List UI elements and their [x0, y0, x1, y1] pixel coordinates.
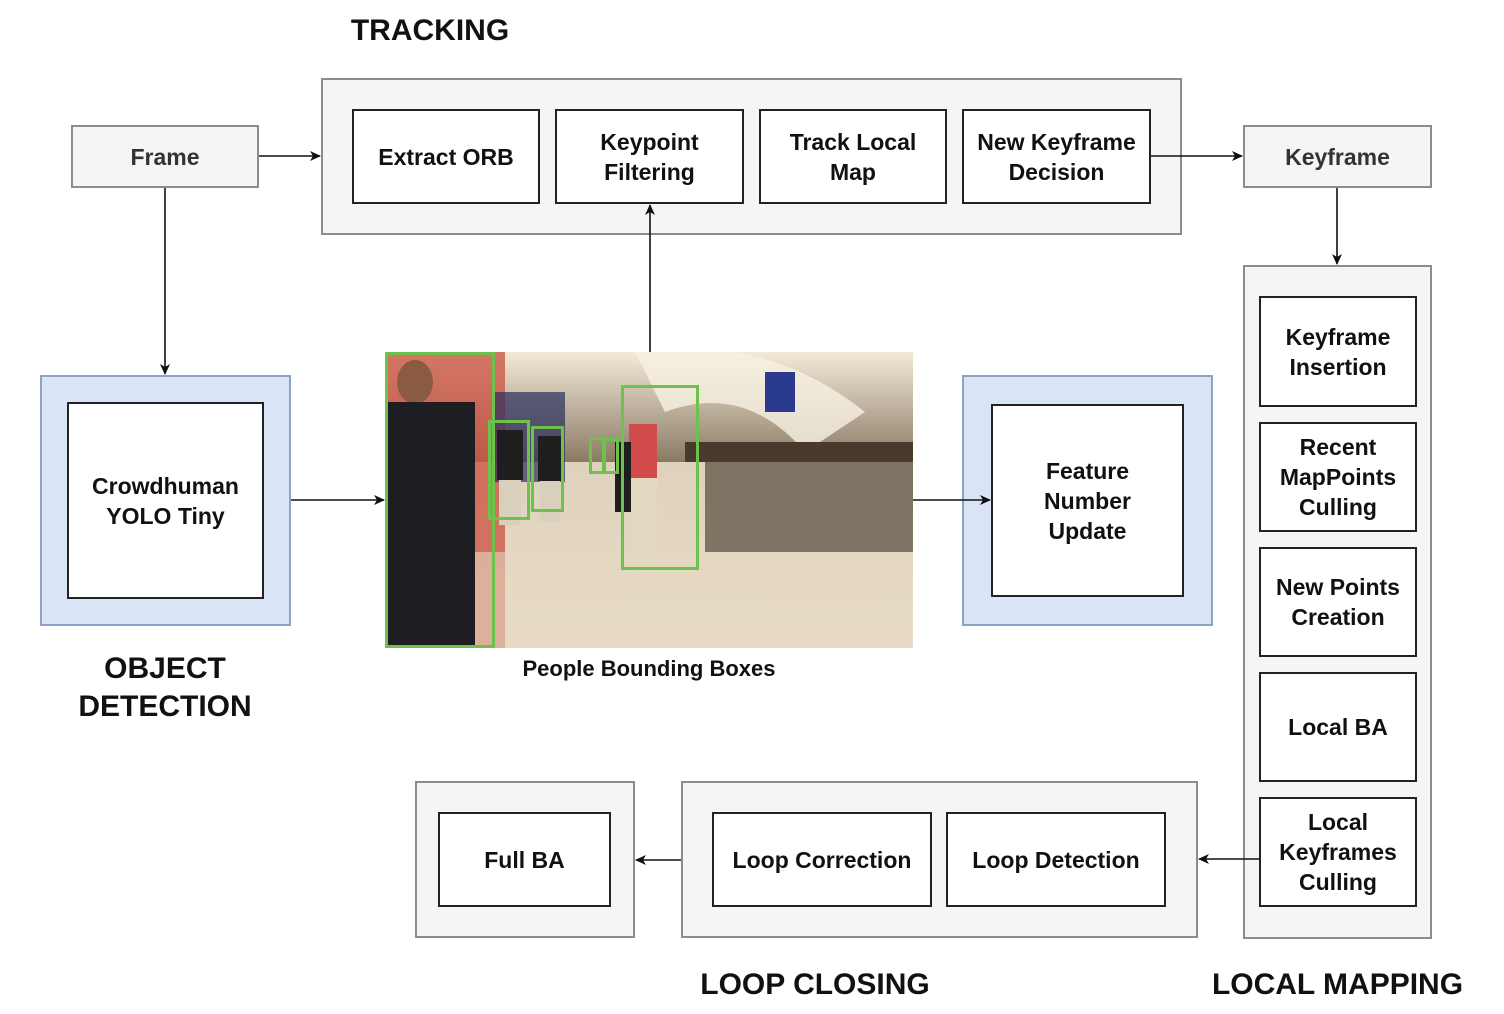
- people-bounding-boxes-caption: People Bounding Boxes: [522, 656, 776, 681]
- keyframe-node[interactable]: Keyframe: [1243, 125, 1432, 188]
- track-local-map-node[interactable]: Track Local Map: [759, 109, 947, 204]
- people-bounding-boxes-image: [385, 352, 913, 648]
- keyframe-insertion-node[interactable]: Keyframe Insertion: [1259, 296, 1417, 407]
- full-ba-node[interactable]: Full BA: [438, 812, 611, 907]
- extract-orb-node[interactable]: Extract ORB: [352, 109, 540, 204]
- crowdhuman-yolo-tiny-node[interactable]: Crowdhuman YOLO Tiny: [67, 402, 264, 599]
- bounding-box: [603, 438, 619, 474]
- new-keyframe-decision-node[interactable]: New Keyframe Decision: [962, 109, 1151, 204]
- bounding-box: [621, 385, 699, 570]
- local-keyframes-culling-node[interactable]: Local Keyframes Culling: [1259, 797, 1417, 907]
- object-detection-section-label: OBJECT DETECTION: [78, 652, 252, 723]
- feature-number-update-node[interactable]: Feature Number Update: [991, 404, 1184, 597]
- bounding-box: [385, 352, 495, 648]
- loop-detection-node[interactable]: Loop Detection: [946, 812, 1166, 907]
- local-mapping-section-label: LOCAL MAPPING: [1211, 968, 1464, 1001]
- bounding-box: [488, 420, 530, 520]
- recent-mappoints-culling-node[interactable]: Recent MapPoints Culling: [1259, 422, 1417, 532]
- new-points-creation-node[interactable]: New Points Creation: [1259, 547, 1417, 657]
- keypoint-filtering-node[interactable]: Keypoint Filtering: [555, 109, 744, 204]
- frame-node[interactable]: Frame: [71, 125, 259, 188]
- tracking-section-label: TRACKING: [350, 14, 510, 47]
- bounding-box: [531, 426, 564, 512]
- loop-correction-node[interactable]: Loop Correction: [712, 812, 932, 907]
- mall-scene-illustration: [385, 352, 913, 648]
- loop-closing-section-label: LOOP CLOSING: [700, 968, 930, 1001]
- local-ba-node[interactable]: Local BA: [1259, 672, 1417, 782]
